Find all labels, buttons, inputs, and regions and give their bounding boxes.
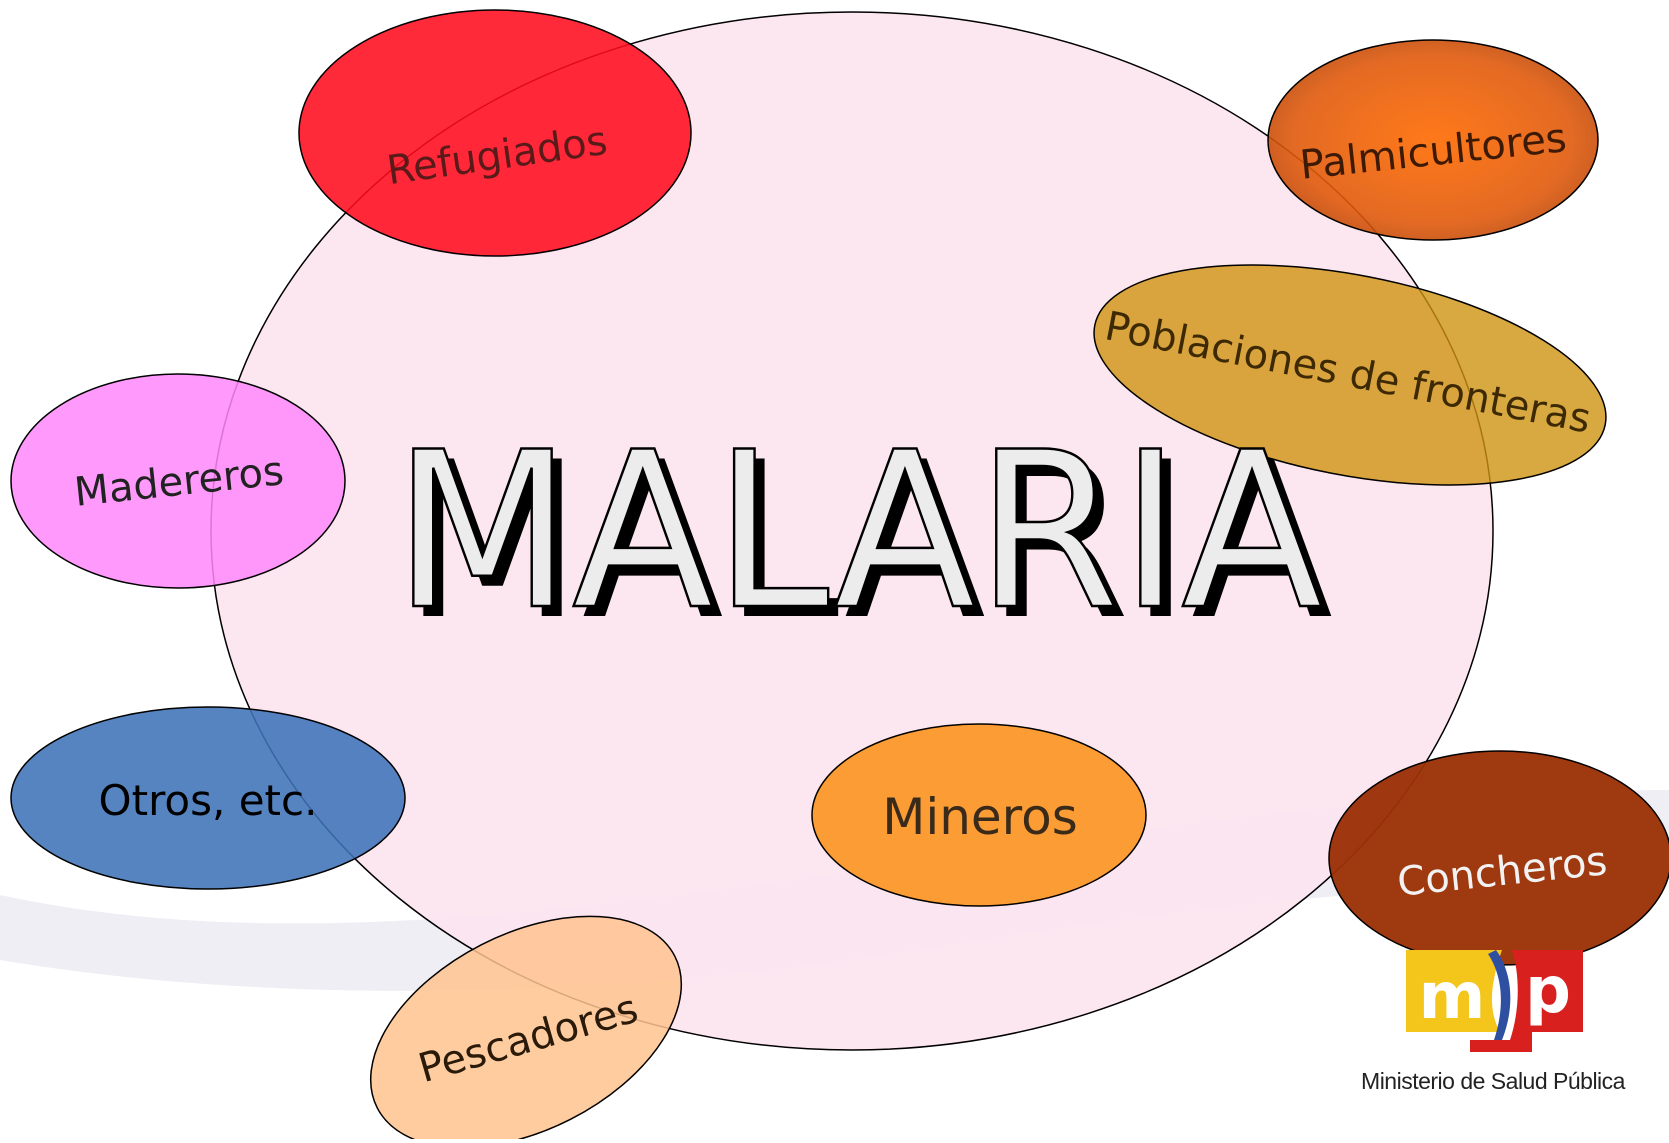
msp-logo: m p: [1406, 950, 1583, 1052]
ellipse-palmicultores: [1267, 39, 1599, 241]
ellipse-poblaciones: [1093, 264, 1607, 486]
malaria-title: MALARIA: [393, 406, 1323, 657]
malaria-title-shadow: MALARIA: [403, 416, 1333, 667]
logo-caption: Ministerio de Salud Pública: [1361, 1068, 1625, 1094]
logo-red-shape: [1470, 950, 1583, 1052]
logo-m-letter: m: [1419, 960, 1486, 1034]
label-otros: Otros, etc.: [99, 776, 318, 825]
logo-blue-curve: [1488, 950, 1511, 1040]
label-mineros: Mineros: [882, 788, 1078, 846]
ellipse-mineros: [811, 723, 1147, 907]
ellipse-refugiados: [298, 9, 692, 257]
logo-yellow-shape: [1406, 950, 1502, 1032]
ellipse-pescadores: [369, 915, 683, 1143]
ellipse-otros: [10, 706, 406, 890]
ellipse-madereros: [10, 373, 346, 589]
logo-p-letter: p: [1525, 954, 1571, 1028]
